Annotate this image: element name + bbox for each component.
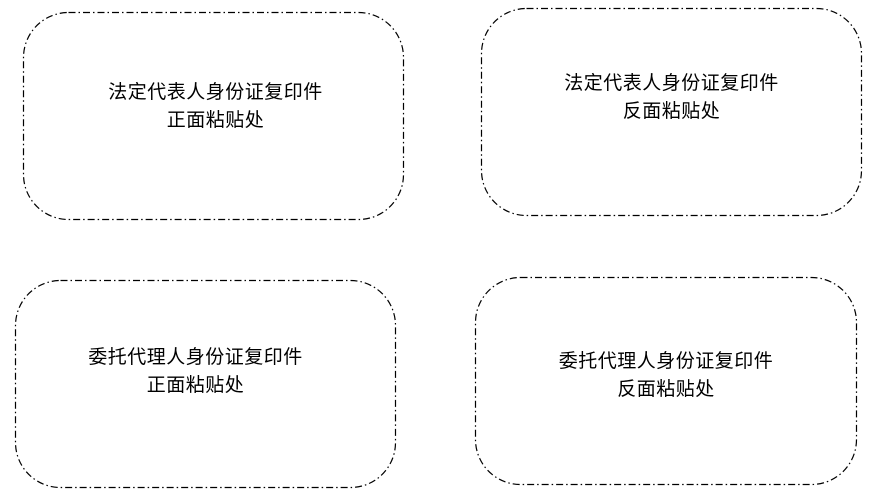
paste-area-label: 委托代理人身份证复印件 正面粘贴处 — [0, 343, 396, 399]
dash-dot-border — [480, 7, 863, 217]
label-line-1: 委托代理人身份证复印件 — [88, 346, 303, 368]
paste-area-label: 法定代表人身份证复印件 反面粘贴处 — [481, 69, 862, 125]
label-line-2: 反面粘贴处 — [617, 378, 715, 400]
label-line-1: 委托代理人身份证复印件 — [558, 350, 774, 372]
label-line-1: 法定代表人身份证复印件 — [108, 81, 323, 103]
legal-rep-id-back-paste-area: 法定代表人身份证复印件 反面粘贴处 — [480, 7, 863, 217]
agent-id-front-paste-area: 委托代理人身份证复印件 正面粘贴处 — [14, 279, 397, 489]
dash-dot-border — [14, 279, 397, 489]
label-line-2: 正面粘贴处 — [146, 374, 245, 396]
paste-area-label: 委托代理人身份证复印件 反面粘贴处 — [475, 347, 857, 403]
dash-dot-border — [22, 11, 405, 221]
agent-id-back-paste-area: 委托代理人身份证复印件 反面粘贴处 — [474, 276, 858, 486]
label-line-1: 法定代表人身份证复印件 — [564, 72, 779, 94]
legal-rep-id-front-paste-area: 法定代表人身份证复印件 正面粘贴处 — [22, 11, 405, 221]
label-line-2: 反面粘贴处 — [622, 100, 721, 122]
label-line-2: 正面粘贴处 — [166, 109, 265, 131]
dash-dot-border — [474, 276, 858, 486]
paste-area-label: 法定代表人身份证复印件 正面粘贴处 — [27, 78, 404, 134]
